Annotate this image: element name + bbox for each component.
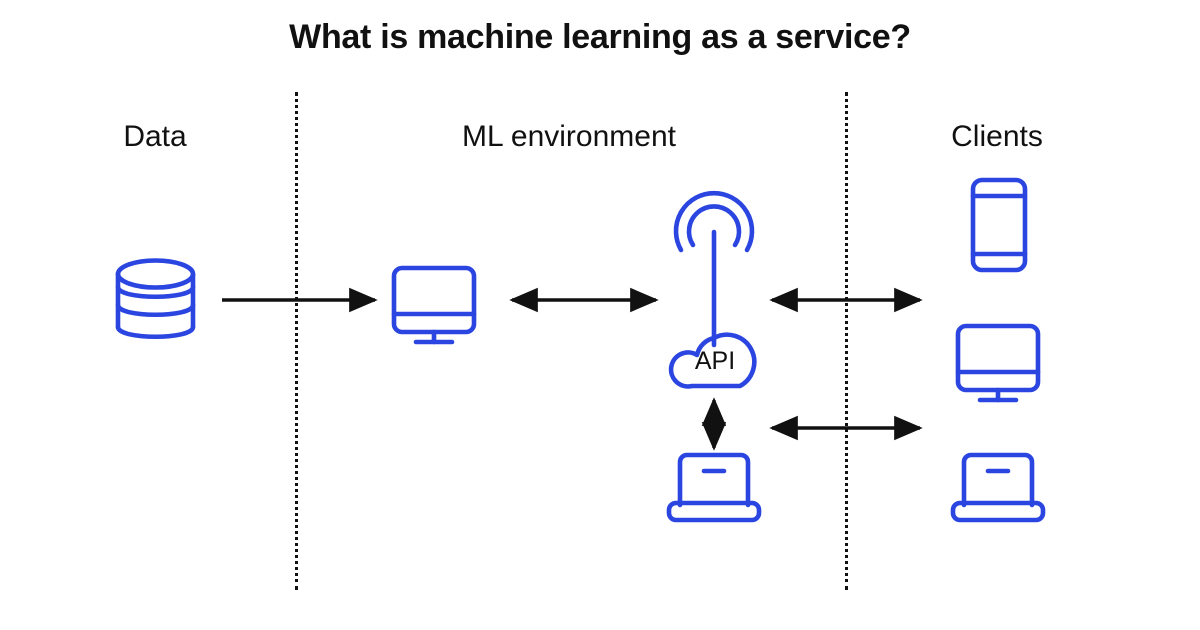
column-label-ml-environment: ML environment <box>462 120 676 153</box>
laptop-icon-client <box>950 452 1046 523</box>
column-label-data: Data <box>123 120 187 153</box>
database-icon <box>115 258 196 339</box>
page-title: What is machine learning as a service? <box>289 18 911 56</box>
desktop-monitor-icon-ml <box>391 265 477 345</box>
smartphone-icon-client <box>970 177 1028 273</box>
divider-ml-clients <box>845 92 848 590</box>
cloud-api-icon <box>668 332 757 389</box>
desktop-monitor-icon-client <box>955 323 1041 403</box>
laptop-icon-ml <box>666 452 762 523</box>
divider-data-ml <box>295 92 298 590</box>
api-label: API <box>694 347 736 375</box>
broadcast-antenna-icon <box>673 190 755 348</box>
column-label-clients: Clients <box>951 120 1043 153</box>
